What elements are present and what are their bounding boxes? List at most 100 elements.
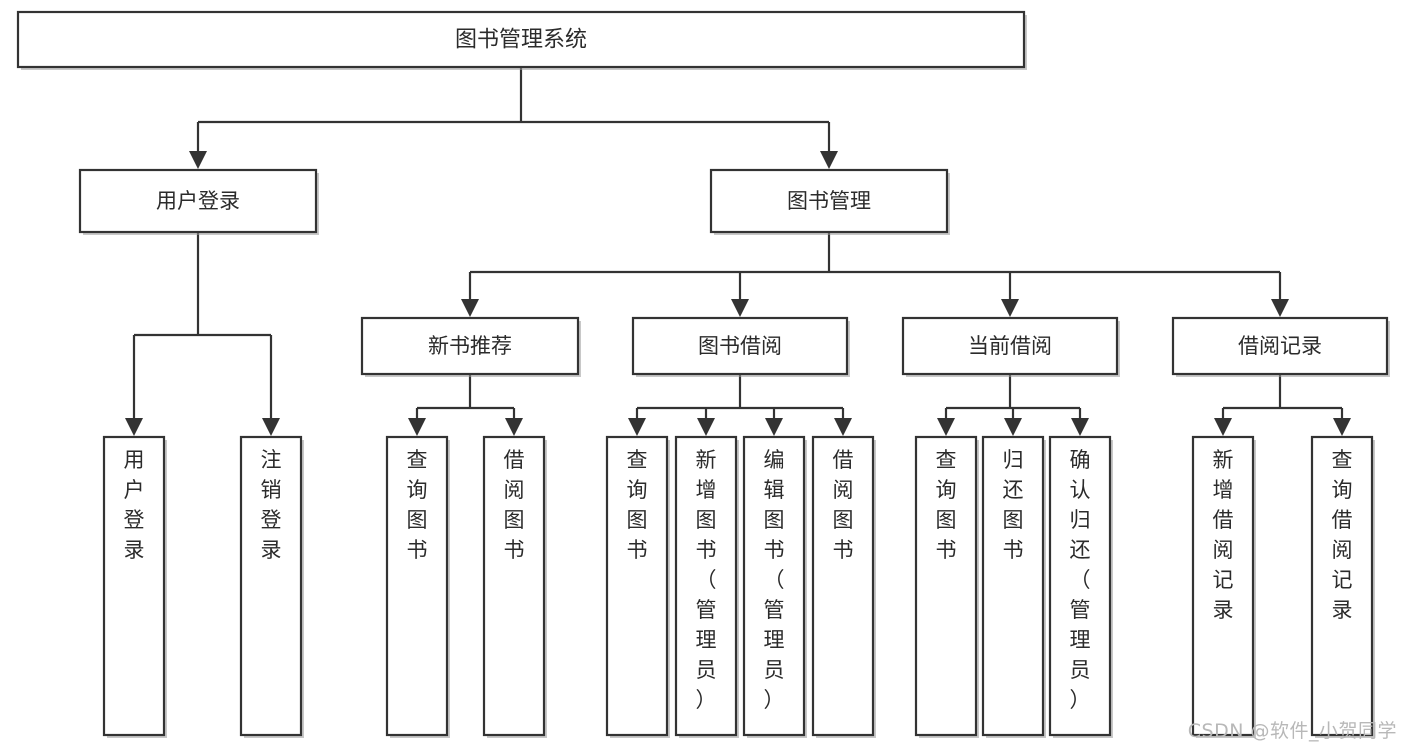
node-label-char: 理 — [1070, 628, 1091, 652]
arrow-head-icon — [731, 299, 749, 317]
node-label-char: 书 — [764, 538, 785, 562]
arrow-head-icon — [820, 151, 838, 169]
connector-group-borrow-record — [1214, 374, 1351, 436]
node-label-char: 记 — [1213, 568, 1234, 592]
arrow-head-icon — [1004, 418, 1022, 436]
node-label-char: 借 — [1332, 508, 1353, 532]
node-label-char: 图 — [936, 508, 957, 532]
node-label-char: 增 — [696, 478, 717, 502]
node-label-char: ） — [764, 688, 785, 712]
node-label-char: 书 — [696, 538, 717, 562]
connector-group-root — [189, 67, 838, 169]
node-label-char: 归 — [1003, 448, 1024, 472]
arrow-head-icon — [125, 418, 143, 436]
node-label-user-login: 用户登录 — [156, 189, 240, 213]
node-label-char: 图 — [833, 508, 854, 532]
node-leaf-user-login[interactable]: 用户登录 — [102, 435, 167, 738]
node-label-char: 阅 — [1332, 538, 1353, 562]
node-borrow-record[interactable]: 借阅记录 — [1171, 316, 1390, 377]
node-label-char: 书 — [936, 538, 957, 562]
connector-group-book-management — [461, 232, 1289, 317]
arrow-head-icon — [765, 418, 783, 436]
node-label-char: 录 — [1332, 598, 1353, 622]
node-label-char: 新 — [696, 448, 717, 472]
node-label-char: 查 — [1332, 448, 1353, 472]
node-label-char: 理 — [764, 628, 785, 652]
connector-group-user-login — [125, 232, 280, 436]
arrow-head-icon — [628, 418, 646, 436]
node-label-char: 图 — [764, 508, 785, 532]
node-user-login[interactable]: 用户登录 — [78, 168, 319, 235]
node-label-current-borrow: 当前借阅 — [968, 334, 1052, 358]
node-label-char: 增 — [1213, 478, 1234, 502]
node-label-char: 图 — [627, 508, 648, 532]
connector-group-current-borrow — [937, 374, 1089, 436]
node-label-char: 录 — [1213, 598, 1234, 622]
node-label-char: 询 — [407, 478, 428, 502]
arrow-head-icon — [1214, 418, 1232, 436]
node-label-new-book-recommend: 新书推荐 — [428, 334, 512, 358]
connector-group-new-book-recommend — [408, 374, 523, 436]
arrow-head-icon — [505, 418, 523, 436]
node-label-book-borrow: 图书借阅 — [698, 334, 782, 358]
node-label-char: 管 — [764, 598, 785, 622]
arrow-head-icon — [461, 299, 479, 317]
node-label-char: 录 — [261, 538, 282, 562]
node-label-char: 归 — [1070, 508, 1091, 532]
node-label-char: 询 — [627, 478, 648, 502]
arrow-head-icon — [408, 418, 426, 436]
node-label-char: 登 — [261, 508, 282, 532]
connector-group-book-borrow — [628, 374, 852, 436]
node-label-char: （ — [764, 568, 785, 592]
node-label-char: 注 — [261, 448, 282, 472]
arrow-head-icon — [1071, 418, 1089, 436]
node-label-char: 用 — [124, 448, 145, 472]
node-label-char: 阅 — [833, 478, 854, 502]
arrow-head-icon — [697, 418, 715, 436]
node-root[interactable]: 图书管理系统 — [16, 10, 1027, 70]
node-label-char: 新 — [1213, 448, 1234, 472]
node-label-char: 图 — [407, 508, 428, 532]
arrow-head-icon — [937, 418, 955, 436]
node-label-char: 借 — [504, 448, 525, 472]
node-label-char: （ — [1070, 568, 1091, 592]
node-label-char: 认 — [1070, 478, 1091, 502]
arrow-head-icon — [1333, 418, 1351, 436]
node-label-char: 阅 — [1213, 538, 1234, 562]
node-label-char: 书 — [504, 538, 525, 562]
node-label-char: 查 — [936, 448, 957, 472]
node-label-char: 登 — [124, 508, 145, 532]
node-new-book-recommend[interactable]: 新书推荐 — [360, 316, 581, 377]
node-current-borrow[interactable]: 当前借阅 — [901, 316, 1120, 377]
node-label-char: 询 — [936, 478, 957, 502]
node-label-char: 确 — [1070, 448, 1091, 472]
csdn-watermark: CSDN @软件_小贺同学 — [1187, 720, 1397, 742]
node-book-management[interactable]: 图书管理 — [709, 168, 950, 235]
node-label-char: ） — [696, 688, 717, 712]
node-label-char: 编 — [764, 448, 785, 472]
node-label-char: ） — [1070, 688, 1091, 712]
arrow-head-icon — [1001, 299, 1019, 317]
node-label-char: 询 — [1332, 478, 1353, 502]
arrow-head-icon — [834, 418, 852, 436]
node-label-char: 户 — [124, 478, 145, 502]
node-label-char: 借 — [1213, 508, 1234, 532]
node-label-char: 还 — [1070, 538, 1091, 562]
node-book-borrow[interactable]: 图书借阅 — [631, 316, 850, 377]
node-label-char: 图 — [1003, 508, 1024, 532]
node-label-char: 录 — [124, 538, 145, 562]
